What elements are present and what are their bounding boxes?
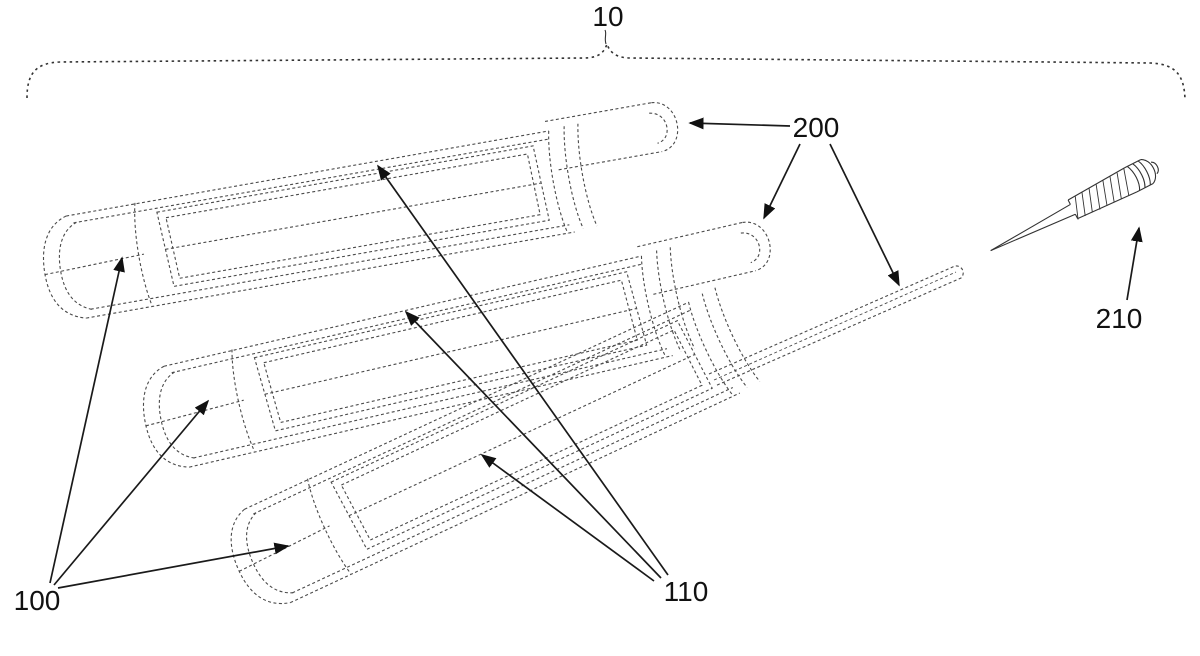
ref-numeral-210: 210 [1096,303,1143,334]
connector-shaft [990,203,1071,252]
connector-shaft [990,213,1076,252]
ref-numeral-100: 100 [14,585,61,616]
ref-numeral-110: 110 [664,576,709,607]
leader-210-to-connector [1126,226,1143,301]
device-3 [215,286,762,618]
leader-200-to-device-3-tube [829,143,900,287]
ref-numeral-200: 200 [793,112,840,143]
leader-200-to-device-1-tube [688,117,791,130]
leader-100-to-device-3 [57,542,290,589]
device-2 [132,217,776,476]
device-1-body [34,123,598,325]
connector-210 [990,159,1159,252]
connector-knurl [1074,168,1130,220]
leader-200-to-device-2-tube [763,143,801,220]
leader-100-to-device-1 [49,256,125,584]
connector-body [1067,167,1125,201]
leader-110-to-device-3-panel [480,453,655,582]
leader-110-to-device-1-panel [377,164,669,576]
brace-label-tick [604,29,607,45]
ref-numeral-10: 10 [592,1,623,32]
device-3-tube-rod [708,265,964,387]
device-1 [34,98,682,325]
device-1-tube-tip [544,98,682,172]
connector-rings [1124,159,1159,193]
device-2-body [132,246,696,476]
leader-110-to-device-2-panel [404,310,662,579]
leader-100-to-device-2 [53,399,210,586]
device-2-tube-tip [636,217,776,296]
device-3-body [215,286,762,618]
device-3-tube-rod-midline [713,271,957,381]
assembly-brace [26,41,1186,100]
